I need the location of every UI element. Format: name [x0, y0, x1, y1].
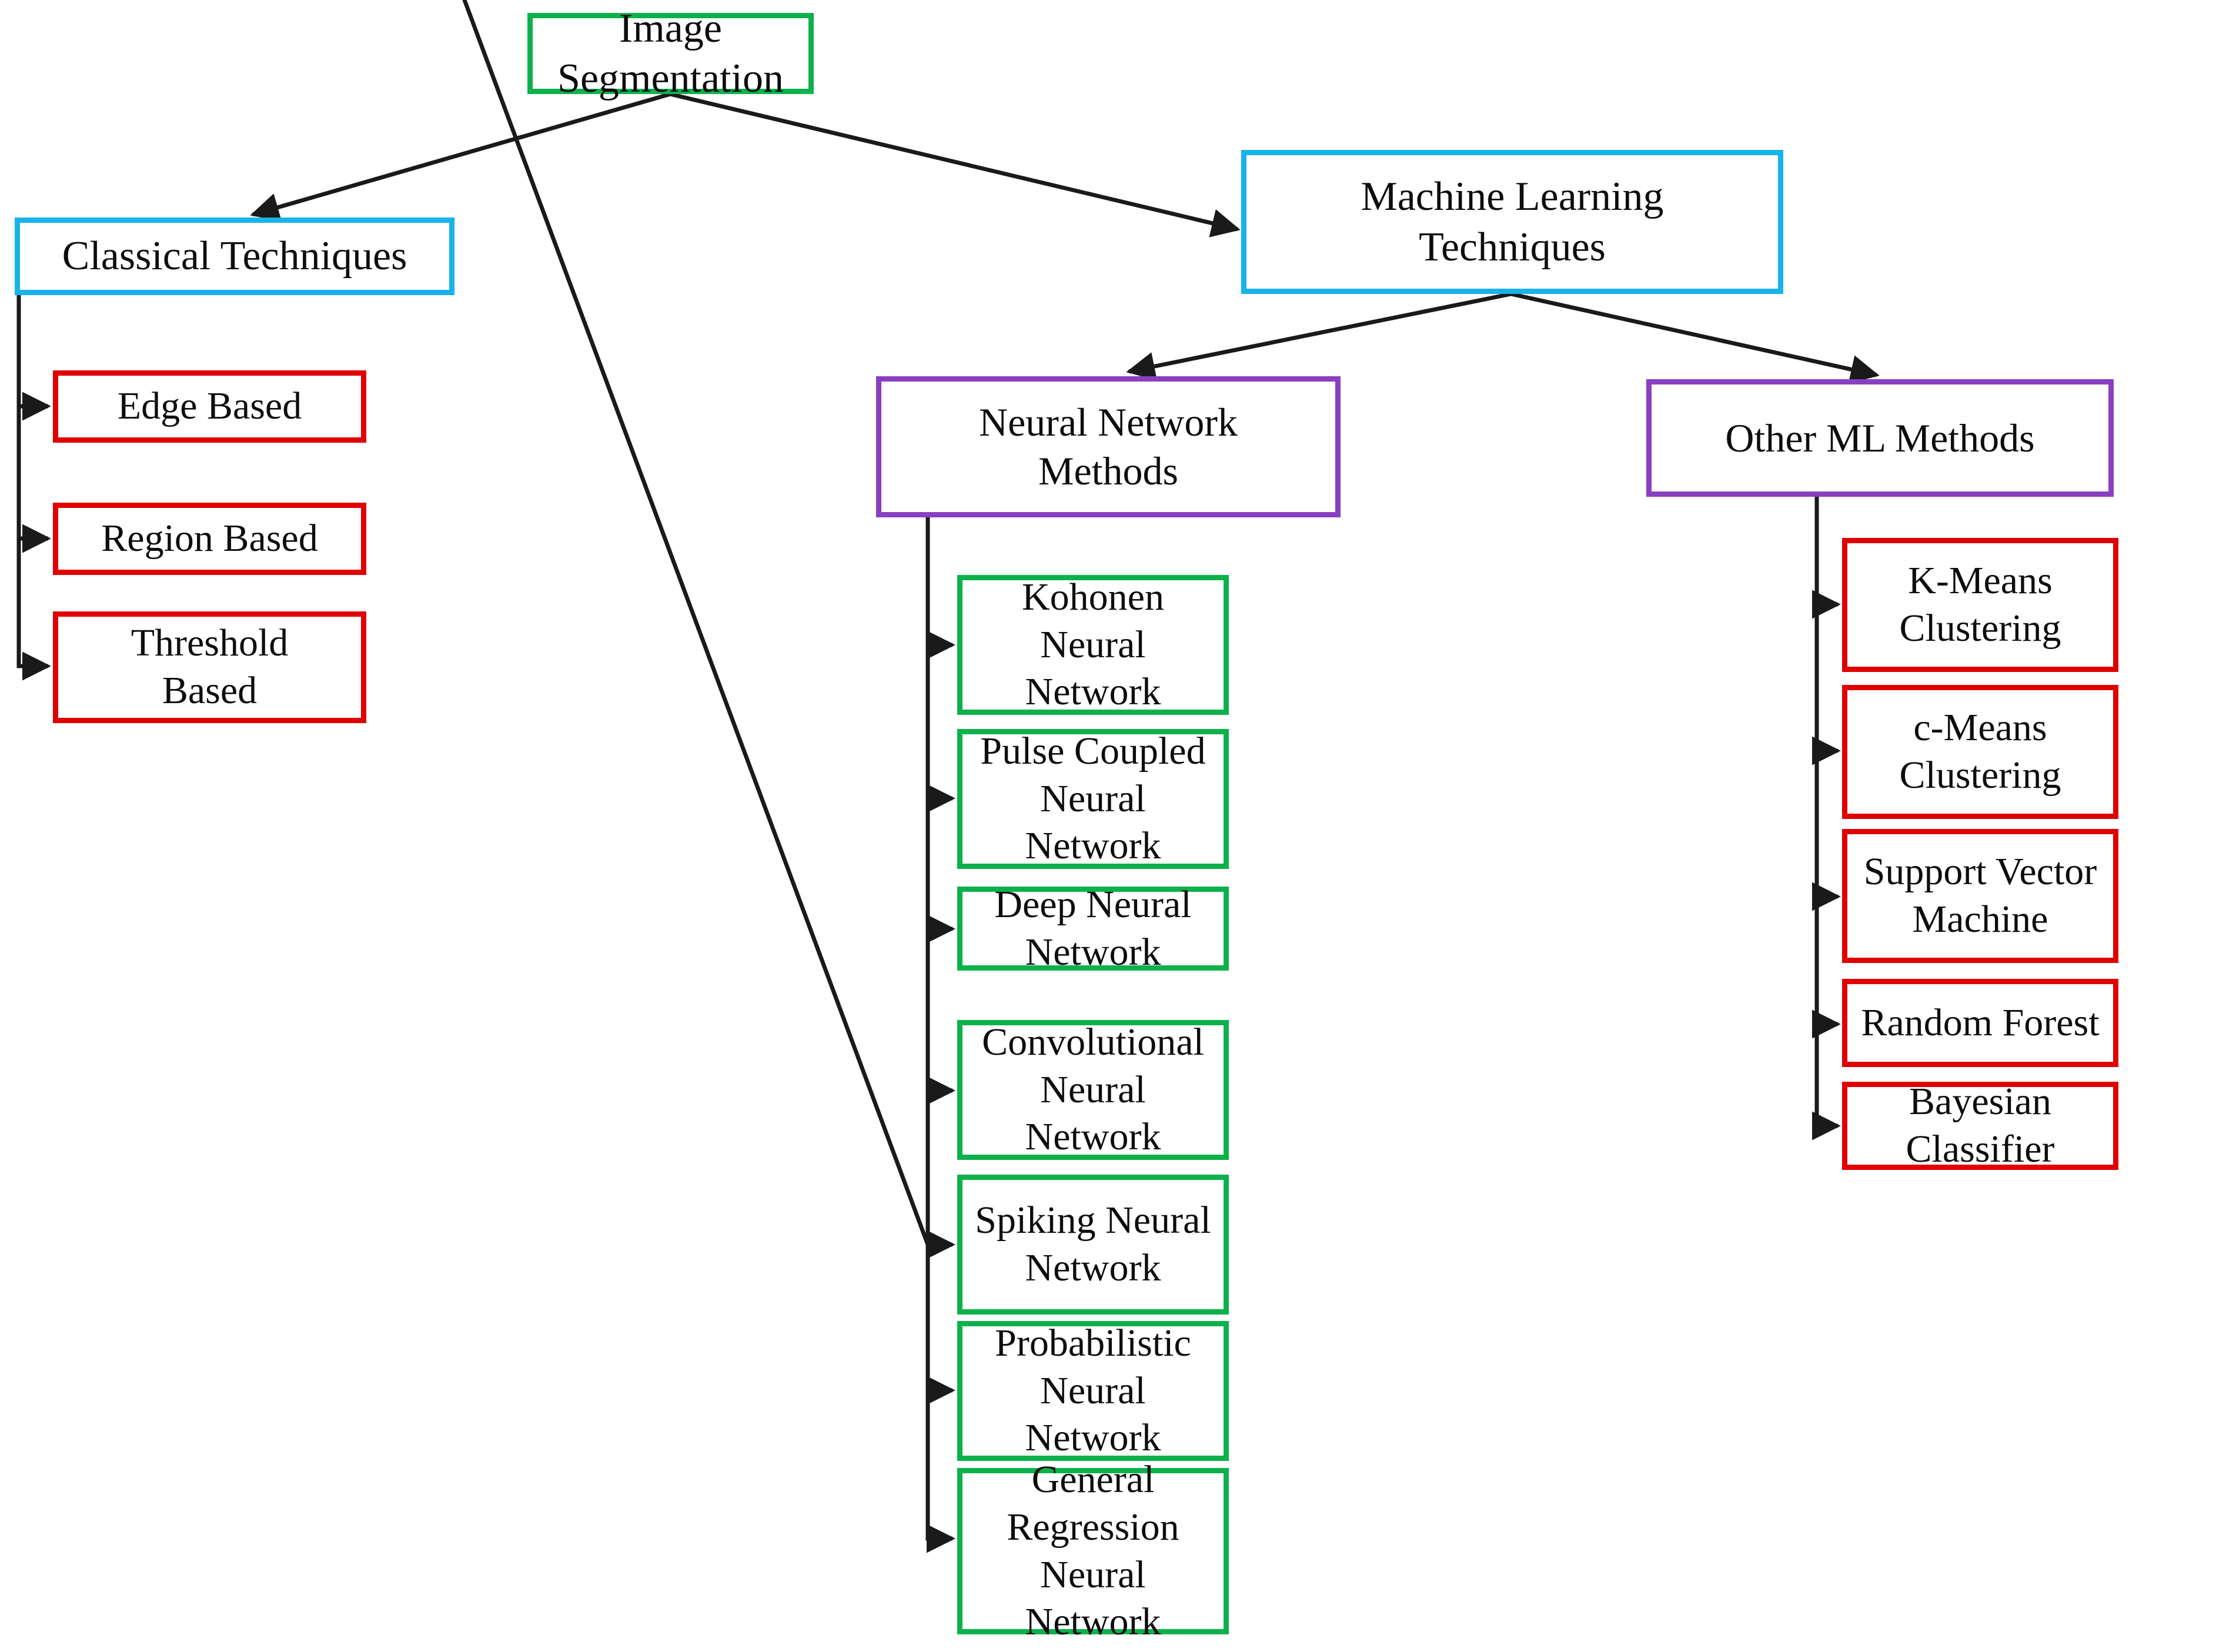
node-label: Spiking Neural Network — [975, 1199, 1211, 1289]
node-k-means-clustering[interactable]: K-Means Clustering — [1842, 538, 2118, 672]
node-label: Classical Techniques — [62, 233, 407, 279]
node-spiking-neural-network[interactable]: Spiking Neural Network — [957, 1175, 1229, 1315]
edge-nn-to-child-2 — [925, 798, 955, 944]
node-classical-techniques[interactable]: Classical Techniques — [15, 218, 454, 295]
node-label: Other ML Methods — [1725, 415, 2035, 460]
node-label: Threshold Based — [131, 621, 289, 712]
node-label: Kohonen Neural Network — [1022, 576, 1164, 714]
node-pulse-coupled-neural-network[interactable]: Pulse Coupled Neural Network — [957, 729, 1229, 869]
node-general-regression-neural-network[interactable]: General Regression Neural Network — [957, 1458, 1229, 1643]
node-label: Bayesian Classifier — [1906, 1080, 2055, 1171]
edge-otherml-to-child-1 — [1811, 604, 1841, 765]
edge-otherml-to-child-3 — [1811, 897, 1841, 1039]
node-label: Image Segmentation — [557, 5, 784, 101]
node-label: Deep Neural Network — [994, 882, 1192, 974]
node-support-vector-machine[interactable]: Support Vector Machine — [1842, 829, 2118, 963]
edge-classical-to-threshold-based — [16, 539, 51, 681]
node-label: c-Means Clustering — [1899, 706, 2061, 797]
node-label: Convolutional Neural Network — [982, 1021, 1204, 1159]
node-neural-network-methods[interactable]: Neural Network Methods — [876, 376, 1341, 517]
node-deep-neural-network[interactable]: Deep Neural Network — [957, 883, 1229, 974]
edge-otherml-to-child-4 — [1811, 1024, 1841, 1141]
edge-otherml-to-child-0 — [1811, 497, 1841, 619]
node-probabilistic-neural-network[interactable]: Probabilistic Neural Network — [957, 1321, 1229, 1461]
edge-nn-to-child-1 — [925, 645, 955, 813]
node-other-ml-methods[interactable]: Other ML Methods — [1646, 379, 2114, 497]
edge-otherml-to-child-2 — [1811, 751, 1841, 911]
node-label: Neural Network Methods — [979, 400, 1238, 493]
node-kohonen-neural-network[interactable]: Kohonen Neural Network — [957, 575, 1229, 715]
node-bayesian-classifier[interactable]: Bayesian Classifier — [1842, 1080, 2118, 1171]
edge-nn-to-child-3 — [925, 929, 955, 1105]
edge-nn-to-child-0 — [925, 517, 955, 660]
edge-classical-to-region-based — [16, 406, 51, 553]
node-c-means-clustering[interactable]: c-Means Clustering — [1842, 685, 2118, 819]
edge-root-to-classical — [250, 92, 671, 222]
node-region-based[interactable]: Region Based — [53, 503, 366, 575]
node-label: General Regression Neural Network — [1007, 1458, 1179, 1644]
node-label: Support Vector Machine — [1863, 850, 2097, 941]
edge-nn-to-child-4 — [925, 1091, 955, 1259]
node-machine-learning-techniques[interactable]: Machine Learning Techniques — [1241, 150, 1783, 294]
edge-ml-to-nn — [1126, 292, 1512, 381]
node-edge-based[interactable]: Edge Based — [53, 370, 366, 443]
node-random-forest[interactable]: Random Forest — [1842, 979, 2118, 1067]
node-image-segmentation[interactable]: Image Segmentation — [527, 6, 814, 101]
edge-classical-to-edge-based — [16, 295, 51, 421]
edge-nn-to-child-6 — [925, 1390, 955, 1553]
node-label: Region Based — [101, 517, 318, 560]
node-threshold-based[interactable]: Threshold Based — [53, 611, 366, 723]
node-label: Pulse Coupled Neural Network — [980, 730, 1206, 868]
node-convolutional-neural-network[interactable]: Convolutional Neural Network — [957, 1020, 1229, 1160]
edge-ml-to-otherml — [1510, 292, 1880, 384]
node-label: Random Forest — [1861, 1001, 2100, 1044]
node-label: Edge Based — [117, 384, 302, 428]
edge-root-to-ml — [670, 92, 1241, 238]
node-label: K-Means Clustering — [1899, 559, 2061, 650]
node-label: Machine Learning Techniques — [1361, 174, 1664, 270]
node-label: Probabilistic Neural Network — [995, 1322, 1191, 1460]
